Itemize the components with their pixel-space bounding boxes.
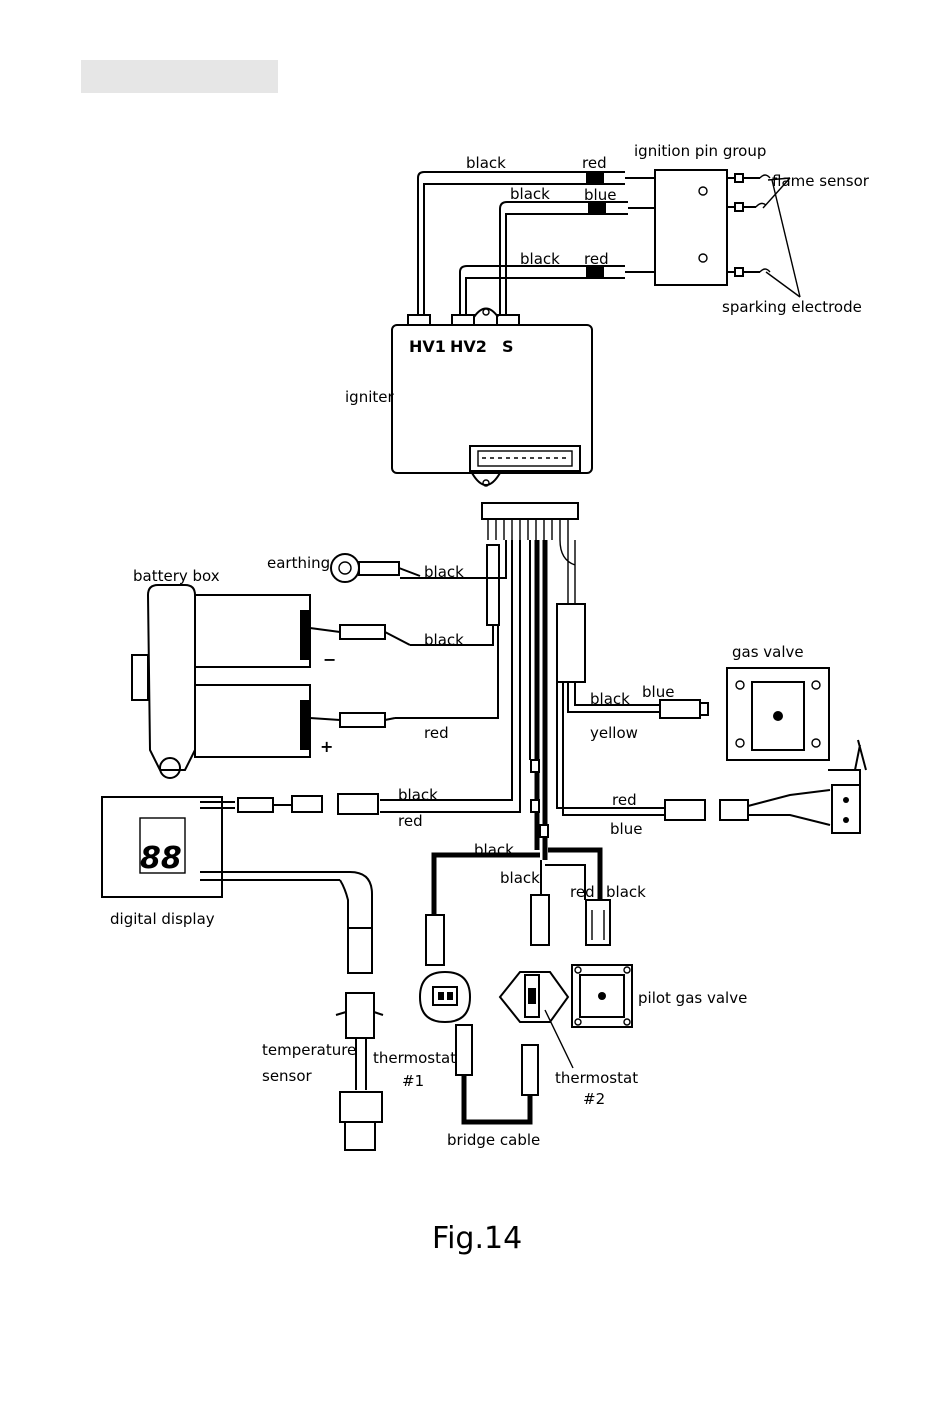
wire2-main-label: black xyxy=(510,185,550,203)
battery-pos-wire-label: red xyxy=(424,724,449,742)
battery-box xyxy=(131,584,411,779)
thermostat-2 xyxy=(498,971,574,1096)
pin-group-label: ignition pin group xyxy=(634,142,766,160)
gas-valve-blue-label: blue xyxy=(642,683,674,701)
thermostat1-label-b: #1 xyxy=(402,1072,424,1090)
terminal-hv1: HV1 xyxy=(409,337,446,356)
temp-sensor-label-a: temperature xyxy=(262,1041,356,1059)
wire2-end-label: blue xyxy=(584,186,616,204)
gas-valve-blue2-label: blue xyxy=(610,820,642,838)
thermostat1-label-a: thermostat xyxy=(373,1049,456,1067)
gas-valve-label: gas valve xyxy=(732,643,804,661)
igniter-label: igniter xyxy=(345,388,394,406)
igniter-box xyxy=(391,307,593,487)
temp-sensor-label-b: sensor xyxy=(262,1067,313,1085)
display-red-label: red xyxy=(398,812,423,830)
lower-black-c-label: black xyxy=(606,883,646,901)
earthing-wire-label: black xyxy=(424,563,464,581)
digital-display: 88 xyxy=(101,793,384,1151)
wire1-main-label: black xyxy=(466,154,506,172)
bridge-cable-label: bridge cable xyxy=(447,1131,540,1149)
wire1-end-label: red xyxy=(582,154,607,172)
solenoid-connector xyxy=(664,739,867,834)
figure-caption: Fig.14 xyxy=(432,1221,522,1256)
header-bar xyxy=(81,60,278,93)
wire3-main-label: black xyxy=(520,250,560,268)
battery-neg-wire-label: black xyxy=(424,631,464,649)
wire-harness xyxy=(380,502,665,915)
battery-box-label: battery box xyxy=(133,567,220,585)
flame-sensor-label: flame sensor xyxy=(772,172,870,190)
battery-neg-sign: − xyxy=(323,650,336,669)
ignition-wires xyxy=(417,171,628,315)
terminal-s: S xyxy=(502,337,514,356)
lower-red-label: red xyxy=(570,883,595,901)
sparking-electrode-label: sparking electrode xyxy=(722,298,862,316)
ignition-pin-group xyxy=(625,169,801,298)
pilot-gas-valve xyxy=(571,964,633,1028)
terminal-hv2: HV2 xyxy=(450,337,487,356)
display-digits: 88 xyxy=(140,841,182,876)
thermostat-1 xyxy=(418,970,473,1076)
thermostat2-label-a: thermostat xyxy=(555,1069,638,1087)
lower-black-b-label: black xyxy=(500,869,540,887)
earthing-label: earthing xyxy=(267,554,330,572)
bridge-cable xyxy=(461,1075,533,1125)
battery-pos-sign: + xyxy=(320,737,333,756)
gas-valve-yellow-label: yellow xyxy=(590,724,638,742)
lower-black-a-label: black xyxy=(474,841,514,859)
gas-valve-red-label: red xyxy=(612,791,637,809)
display-black-label: black xyxy=(398,786,438,804)
thermostat2-label-b: #2 xyxy=(583,1090,605,1108)
pilot-gas-valve-label: pilot gas valve xyxy=(638,989,747,1007)
wire3-end-label: red xyxy=(584,250,609,268)
gas-valve xyxy=(659,667,830,761)
earthing-terminal xyxy=(330,553,421,583)
gas-valve-black-label: black xyxy=(590,690,630,708)
lower-connectors xyxy=(425,894,611,966)
digital-display-label: digital display xyxy=(110,910,215,928)
